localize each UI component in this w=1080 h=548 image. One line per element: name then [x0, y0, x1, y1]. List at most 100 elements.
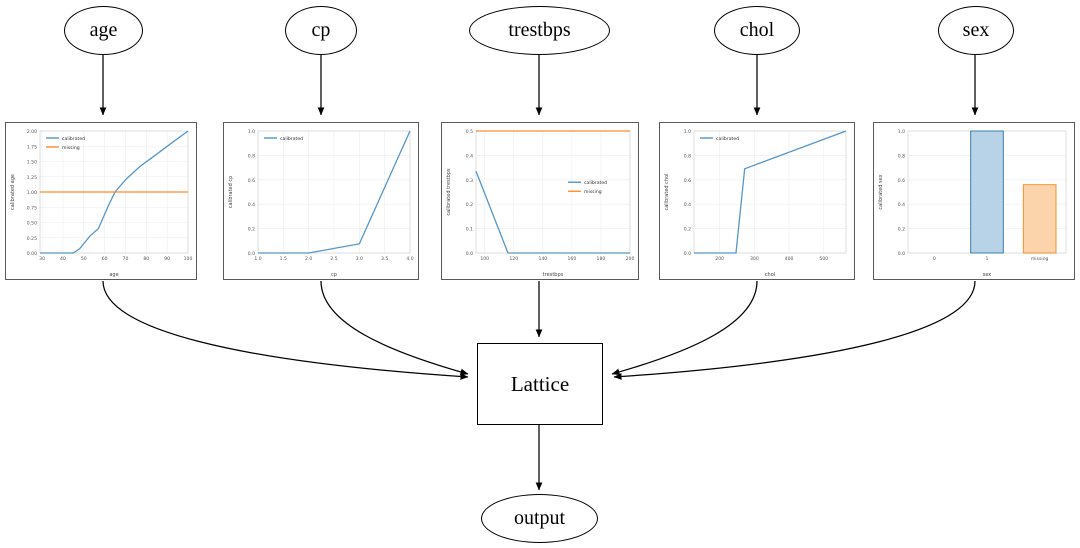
svg-text:0.25: 0.25 [27, 236, 37, 242]
svg-text:calibrated trestbps: calibrated trestbps [446, 168, 452, 216]
node-chol-label: chol [739, 19, 775, 41]
svg-text:0.8: 0.8 [898, 153, 905, 159]
node-sex[interactable]: sex [938, 6, 1014, 55]
svg-text:calibrated: calibrated [62, 136, 85, 142]
edge-sex-plot-to-lattice [613, 280, 976, 380]
svg-text:1.25: 1.25 [27, 175, 37, 181]
node-age[interactable]: age [64, 6, 143, 55]
svg-text:age: age [109, 272, 118, 278]
node-trestbps[interactable]: trestbps [469, 6, 610, 55]
node-output[interactable]: output [481, 494, 598, 543]
svg-text:sex: sex [983, 272, 992, 278]
node-lattice-label: Lattice [510, 371, 570, 396]
edge-age-plot-to-lattice [102, 280, 469, 380]
svg-text:0.8: 0.8 [684, 153, 691, 159]
plot-panel-sex[interactable]: 0.0 0.2 0.4 0.6 0.8 1.0 0 1 missing sex calibrated… [873, 122, 1075, 280]
svg-text:0.2: 0.2 [684, 227, 691, 233]
svg-text:0.2: 0.2 [466, 202, 473, 208]
svg-text:2.5: 2.5 [330, 256, 337, 262]
svg-text:200: 200 [626, 256, 635, 262]
svg-text:0.6: 0.6 [248, 178, 255, 184]
svg-text:0.2: 0.2 [248, 227, 255, 233]
svg-text:50: 50 [81, 256, 87, 262]
svg-text:0.3: 0.3 [466, 178, 473, 184]
svg-text:200: 200 [715, 256, 724, 262]
node-lattice[interactable]: Lattice [477, 343, 603, 425]
calibration-plot-sex: 0.0 0.2 0.4 0.6 0.8 1.0 0 1 missing sex calibrated… [874, 123, 1074, 279]
node-cp-label: cp [311, 19, 331, 41]
svg-text:0.50: 0.50 [27, 221, 37, 227]
svg-text:30: 30 [39, 256, 45, 262]
svg-text:4.0: 4.0 [406, 256, 413, 262]
svg-text:0.4: 0.4 [248, 202, 255, 208]
svg-text:1.0: 1.0 [898, 129, 905, 135]
svg-text:chol: chol [765, 272, 775, 278]
node-sex-label: sex [962, 19, 990, 41]
svg-text:180: 180 [597, 256, 606, 262]
svg-text:2.00: 2.00 [27, 129, 37, 135]
svg-text:0.4: 0.4 [898, 202, 905, 208]
svg-text:calibrated: calibrated [280, 136, 303, 142]
edge-chol-plot-to-lattice [611, 280, 758, 376]
svg-text:calibrated: calibrated [716, 136, 739, 142]
svg-text:2.0: 2.0 [305, 256, 312, 262]
node-trestbps-label: trestbps [508, 19, 571, 41]
svg-text:70: 70 [123, 256, 129, 262]
svg-text:1.75: 1.75 [27, 144, 37, 150]
svg-text:missing: missing [62, 145, 80, 151]
node-output-label: output [513, 507, 566, 529]
svg-text:100: 100 [480, 256, 489, 262]
svg-text:0: 0 [933, 256, 936, 262]
node-age-label: age [89, 19, 118, 41]
svg-text:0.8: 0.8 [248, 153, 255, 159]
svg-text:1.00: 1.00 [27, 190, 37, 196]
svg-text:140: 140 [538, 256, 547, 262]
svg-text:100: 100 [184, 256, 193, 262]
svg-text:300: 300 [750, 256, 759, 262]
svg-text:0.0: 0.0 [684, 251, 691, 257]
svg-text:0.5: 0.5 [466, 129, 473, 135]
svg-text:calibrated sex: calibrated sex [878, 174, 884, 209]
svg-text:missing: missing [584, 189, 602, 195]
svg-text:1.0: 1.0 [684, 129, 691, 135]
svg-text:0.0: 0.0 [466, 251, 473, 257]
svg-text:3.5: 3.5 [381, 256, 388, 262]
svg-text:0.6: 0.6 [684, 178, 691, 184]
node-chol[interactable]: chol [714, 6, 800, 55]
svg-text:1.0: 1.0 [254, 256, 261, 262]
svg-text:calibrated cp: calibrated cp [228, 176, 234, 209]
svg-text:0.6: 0.6 [898, 178, 905, 184]
svg-text:1: 1 [986, 256, 989, 262]
svg-text:missing: missing [1031, 256, 1049, 262]
edge-cp-plot-to-lattice [320, 280, 469, 376]
svg-text:3.0: 3.0 [356, 256, 363, 262]
svg-text:trestbps: trestbps [543, 272, 564, 278]
svg-text:90: 90 [164, 256, 170, 262]
svg-text:calibrated chol: calibrated chol [664, 173, 670, 210]
svg-text:calibrated: calibrated [584, 180, 607, 186]
svg-text:120: 120 [509, 256, 518, 262]
svg-text:0.0: 0.0 [248, 251, 255, 257]
svg-text:0.00: 0.00 [27, 251, 37, 257]
svg-text:calibrated age: calibrated age [10, 174, 16, 210]
svg-text:0.0: 0.0 [898, 251, 905, 257]
svg-text:40: 40 [60, 256, 66, 262]
svg-text:500: 500 [819, 256, 828, 262]
svg-text:0.4: 0.4 [466, 153, 473, 159]
svg-text:1.0: 1.0 [248, 129, 255, 135]
svg-text:0.2: 0.2 [898, 227, 905, 233]
svg-text:400: 400 [785, 256, 794, 262]
node-cp[interactable]: cp [285, 6, 357, 55]
svg-text:160: 160 [567, 256, 576, 262]
svg-text:1.50: 1.50 [27, 160, 37, 166]
svg-text:cp: cp [331, 272, 337, 278]
svg-text:60: 60 [102, 256, 108, 262]
